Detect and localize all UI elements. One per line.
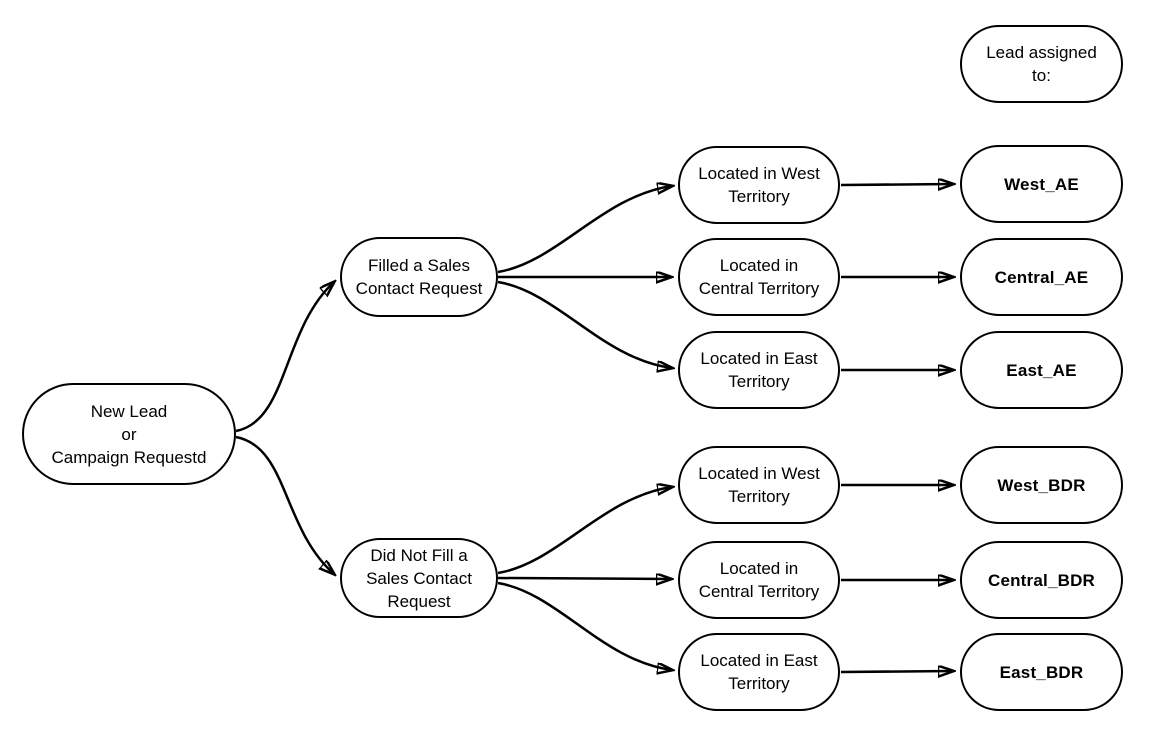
node-new-lead[interactable]: New Lead or Campaign Requestd [22, 383, 236, 485]
node-west-bdr-label: West_BDR [997, 475, 1086, 495]
node-west-ae-label: West_AE [1004, 174, 1079, 194]
edge-located-east-bottom-to-east-bdr [840, 671, 953, 672]
node-filled-request[interactable]: Filled a Sales Contact Request [340, 237, 498, 317]
node-lead-assigned-label: Lead assigned to: [986, 43, 1097, 85]
node-located-east-bottom[interactable]: Located in East Territory [678, 633, 840, 711]
node-located-east-top[interactable]: Located in East Territory [678, 331, 840, 409]
node-located-east-top-label: Located in East Territory [700, 349, 818, 391]
node-filled-request-label: Filled a Sales Contact Request [355, 256, 483, 298]
edge-new-lead-to-filled-request [235, 282, 334, 433]
node-west-ae[interactable]: West_AE [960, 145, 1123, 223]
edge-new-lead-to-did-not-fill [235, 435, 334, 574]
node-central-ae[interactable]: Central_AE [960, 238, 1123, 316]
node-central-ae-label: Central_AE [994, 267, 1089, 287]
node-located-west-top-label: Located in West Territory [698, 164, 820, 206]
node-west-bdr[interactable]: West_BDR [960, 446, 1123, 524]
node-east-bdr-label: East_BDR [999, 662, 1084, 682]
node-located-central-bottom[interactable]: Located in Central Territory [678, 541, 840, 619]
edge-did-not-fill-to-located-east-bottom [497, 581, 672, 670]
node-located-central-top[interactable]: Located in Central Territory [678, 238, 840, 316]
node-located-central-top-label: Located in Central Territory [698, 256, 820, 298]
node-central-bdr[interactable]: Central_BDR [960, 541, 1123, 619]
node-located-west-bottom[interactable]: Located in West Territory [678, 446, 840, 524]
node-located-west-bottom-label: Located in West Territory [698, 464, 820, 506]
node-east-ae[interactable]: East_AE [960, 331, 1123, 409]
node-did-not-fill-label: Did Not Fill a Sales Contact Request [366, 545, 472, 611]
node-lead-assigned[interactable]: Lead assigned to: [960, 25, 1123, 103]
node-east-bdr[interactable]: East_BDR [960, 633, 1123, 711]
edge-filled-request-to-located-east-top [497, 280, 672, 368]
edge-did-not-fill-to-located-west-bottom [497, 487, 672, 575]
node-located-central-bottom-label: Located in Central Territory [698, 559, 820, 601]
node-located-east-bottom-label: Located in East Territory [700, 651, 818, 693]
node-central-bdr-label: Central_BDR [987, 570, 1096, 590]
edge-filled-request-to-located-west-top [497, 186, 672, 274]
edge-located-west-top-to-west-ae [840, 184, 953, 185]
node-located-west-top[interactable]: Located in West Territory [678, 146, 840, 224]
node-did-not-fill[interactable]: Did Not Fill a Sales Contact Request [340, 538, 498, 618]
edge-did-not-fill-to-located-central-bottom [497, 578, 671, 579]
node-east-ae-label: East_AE [1006, 360, 1077, 380]
node-new-lead-label: New Lead or Campaign Requestd [51, 401, 207, 467]
